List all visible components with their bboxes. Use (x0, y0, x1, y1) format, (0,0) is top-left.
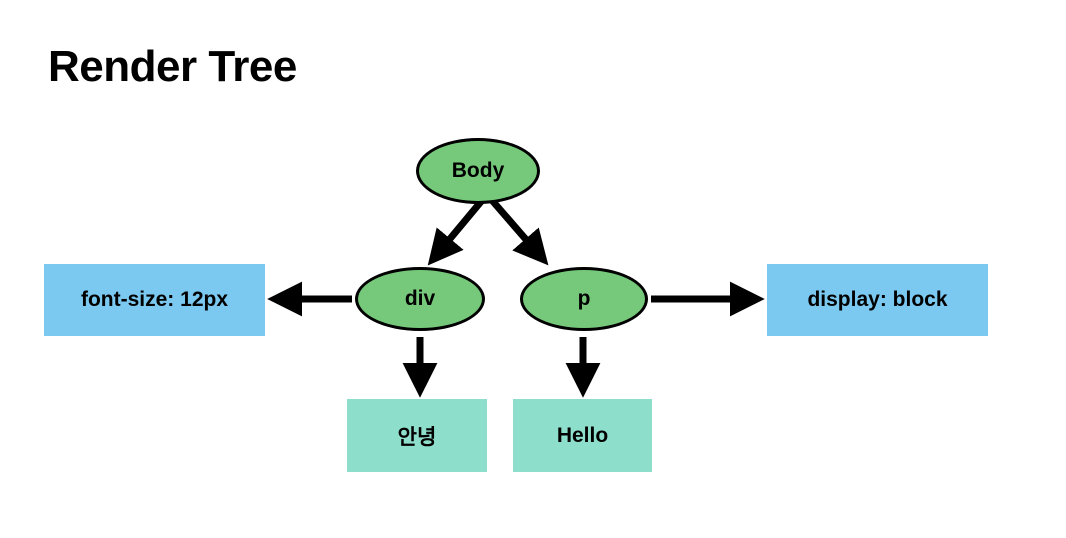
text-box-hello[interactable]: Hello (513, 399, 652, 472)
node-div-label: div (404, 287, 436, 310)
text-box-annyeong-label: 안녕 (397, 425, 437, 449)
node-body-label: Body (451, 159, 505, 182)
property-box-font-size-label: font-size: 12px (80, 288, 229, 311)
node-p[interactable]: p (520, 267, 648, 331)
node-body[interactable]: Body (416, 138, 540, 204)
page-title: Render Tree (48, 42, 297, 91)
node-div[interactable]: div (355, 267, 485, 331)
text-box-hello-label: Hello (556, 423, 609, 447)
property-box-font-size[interactable]: font-size: 12px (44, 264, 265, 336)
edge-body-to-div (427, 195, 487, 266)
edge-body-to-p (487, 195, 549, 266)
text-box-annyeong[interactable]: 안녕 (347, 399, 487, 472)
property-box-display[interactable]: display: block (767, 264, 988, 336)
property-box-display-label: display: block (807, 288, 948, 311)
node-p-label: p (577, 287, 591, 310)
